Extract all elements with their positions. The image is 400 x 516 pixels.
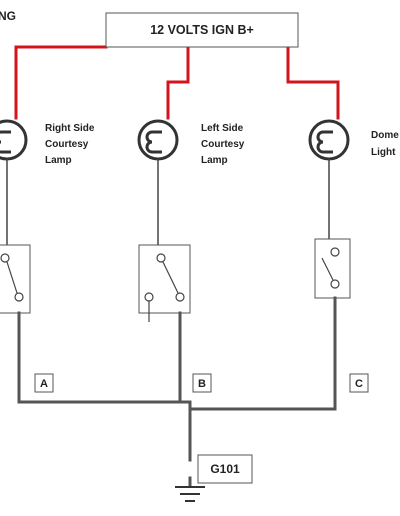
lamp-dome [308, 119, 350, 161]
ground-wires [17, 296, 337, 487]
lamp-left-courtesy [137, 119, 179, 161]
switch-a [0, 244, 31, 314]
lamp-label-left-courtesy: Left Side Courtesy Lamp [201, 123, 247, 166]
ground-symbol [175, 486, 205, 502]
svg-text:C: C [355, 378, 363, 390]
power-source-label: 12 VOLTS IGN B+ [150, 23, 254, 37]
svg-text:B: B [198, 378, 206, 390]
lamp-label-right-courtesy: Right Side Courtesy Lamp [45, 123, 97, 166]
ground-point: G101 [197, 454, 253, 484]
lamp-label-dome: Dome Light [371, 130, 400, 158]
power-source: 12 VOLTS IGN B+ [105, 12, 299, 48]
lamp-right-courtesy [0, 119, 28, 161]
title-fragment: NG [0, 9, 16, 23]
switch-c [314, 238, 351, 299]
lamp-to-switch-wires [6, 159, 330, 245]
splice-label-a: A [34, 373, 54, 393]
splice-label-b: B [192, 373, 212, 393]
switch-b [138, 244, 191, 322]
svg-text:A: A [40, 378, 48, 390]
splice-label-c: C [349, 373, 369, 393]
ground-point-label: G101 [210, 462, 240, 476]
power-wires [14, 45, 340, 120]
